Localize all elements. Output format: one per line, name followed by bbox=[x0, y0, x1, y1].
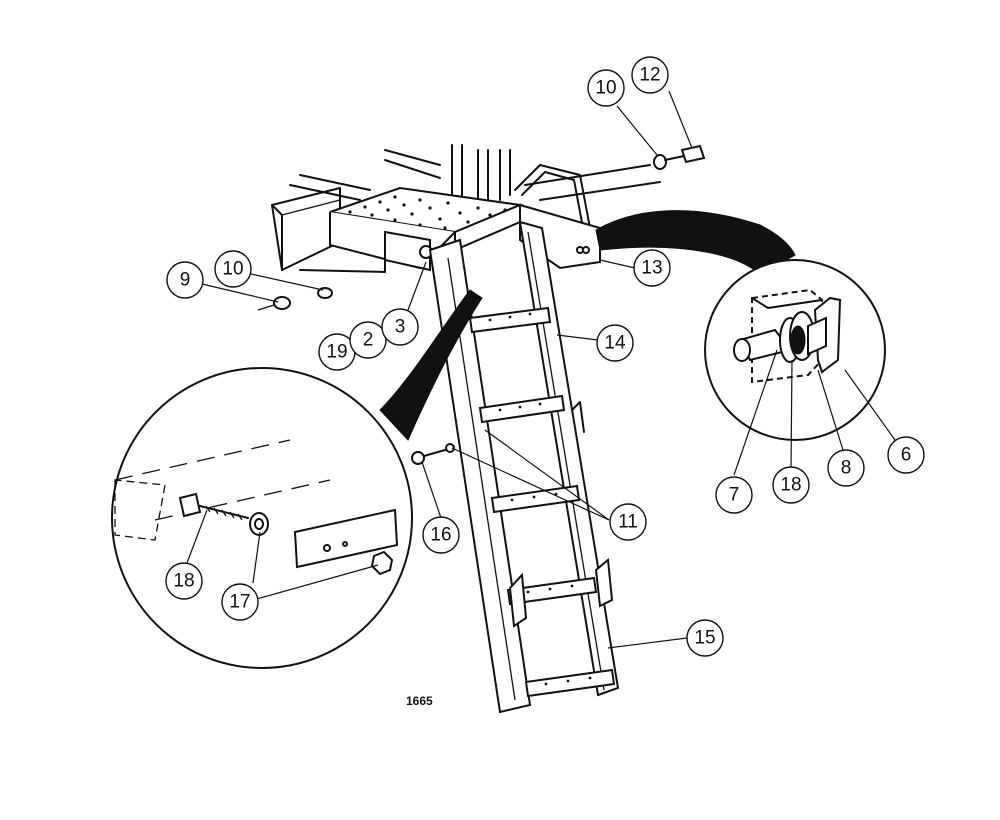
callout-label: 18 bbox=[780, 475, 801, 496]
callout-label: 9 bbox=[180, 270, 191, 291]
detail-circle-right bbox=[704, 259, 886, 441]
detail-band-right bbox=[595, 210, 796, 276]
callout-7: 7 bbox=[715, 476, 753, 514]
callout-3: 3 bbox=[381, 308, 419, 346]
callout-label: 11 bbox=[618, 512, 638, 533]
callout-label: 8 bbox=[841, 458, 852, 479]
callout-15: 15 bbox=[686, 619, 724, 657]
ladder-rung bbox=[490, 484, 581, 514]
leader-lines bbox=[186, 90, 896, 649]
detail-circle-left bbox=[111, 367, 413, 669]
callout-10-top: 10 bbox=[587, 69, 625, 107]
callout-13: 13 bbox=[633, 249, 671, 287]
callout-17: 17 bbox=[221, 583, 259, 621]
callout-6: 6 bbox=[887, 436, 925, 474]
callout-12: 12 bbox=[631, 56, 669, 94]
callout-2: 2 bbox=[349, 321, 387, 359]
callout-8: 8 bbox=[827, 449, 865, 487]
callout-label: 17 bbox=[229, 592, 250, 613]
figure-number: 1665 bbox=[406, 694, 433, 708]
callout-18-left: 18 bbox=[165, 562, 203, 600]
callout-label: 2 bbox=[363, 330, 374, 351]
detail-band-left bbox=[379, 289, 483, 441]
callout-11: 11 bbox=[609, 503, 647, 541]
hardware-parts bbox=[257, 144, 706, 465]
ladder-rung bbox=[506, 576, 598, 606]
callout-label: 7 bbox=[729, 485, 740, 506]
callout-label: 19 bbox=[326, 342, 347, 363]
callout-label: 10 bbox=[222, 259, 243, 280]
ladder-rung bbox=[524, 668, 616, 698]
ladder bbox=[428, 220, 620, 714]
callout-label: 12 bbox=[639, 65, 660, 86]
callout-label: 16 bbox=[430, 525, 451, 546]
callout-label: 3 bbox=[395, 317, 406, 338]
callout-label: 10 bbox=[595, 78, 616, 99]
callout-label: 18 bbox=[173, 571, 194, 592]
top-platform bbox=[329, 186, 601, 272]
callout-18-right: 18 bbox=[772, 466, 810, 504]
callout-19: 19 bbox=[318, 333, 356, 371]
callout-label: 15 bbox=[694, 628, 715, 649]
callout-label: 13 bbox=[641, 258, 662, 279]
callout-9: 9 bbox=[166, 261, 204, 299]
callout-label: 14 bbox=[604, 333, 626, 354]
ladder-rung bbox=[478, 394, 566, 424]
callout-14: 14 bbox=[596, 324, 634, 362]
callout-10-left: 10 bbox=[214, 250, 252, 288]
callout-label: 6 bbox=[901, 445, 912, 466]
callout-16: 16 bbox=[422, 516, 460, 554]
